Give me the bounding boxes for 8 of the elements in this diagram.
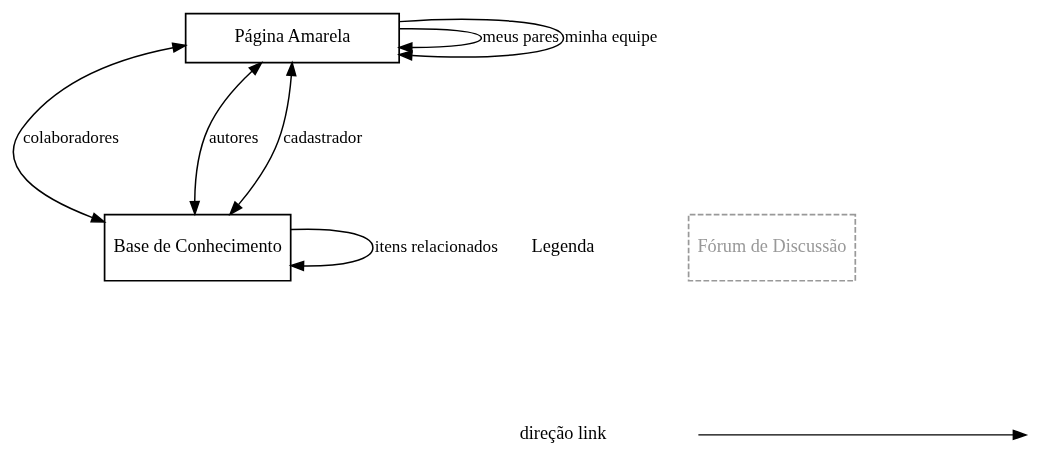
edge-label: autores (208, 127, 259, 147)
edge-label: minha equipe (564, 26, 658, 46)
edge-label: meus pares (482, 26, 560, 46)
edge-label: itens relacionados (374, 236, 498, 256)
edge-label: cadastrador (283, 127, 363, 147)
label: Legenda (531, 235, 595, 256)
legend-label: direção link (519, 422, 607, 443)
edge-label: colaboradores (22, 127, 119, 147)
